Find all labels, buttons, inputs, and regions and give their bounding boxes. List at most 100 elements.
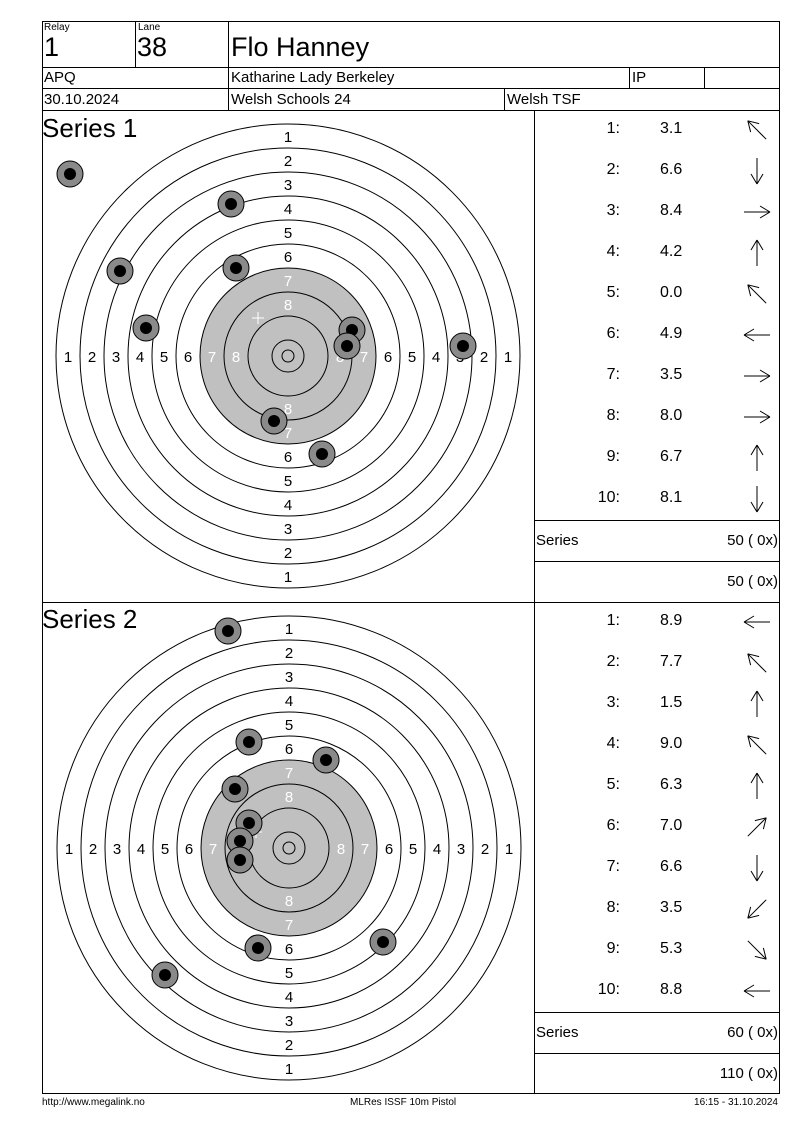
target-ring [175, 243, 401, 469]
shot-number: 5: [606, 776, 620, 793]
target-ring [247, 315, 329, 397]
shot-number: 2: [606, 653, 620, 670]
ring-label-right: 7 [361, 841, 369, 858]
target-ring [200, 759, 378, 937]
shot-row: 6:7.0 [534, 807, 780, 848]
shot-row: 10:8.8 [534, 971, 780, 1012]
shot-score: 8.0 [660, 407, 683, 424]
shot-row: 7:6.6 [534, 848, 780, 889]
shot-hole-center [159, 969, 171, 981]
ring-label-left: 3 [112, 349, 120, 366]
ring-label-top: 5 [284, 225, 292, 242]
ring-label-bottom: 1 [284, 569, 292, 586]
target-ring [56, 615, 522, 1081]
shot-hole-center [316, 448, 328, 460]
shot-score: 5.3 [660, 940, 683, 957]
ring-label-right: 2 [480, 349, 488, 366]
shot-hole-center [320, 754, 332, 766]
shot-row: 3:8.4 [534, 192, 780, 233]
shot-row: 1:3.1 [534, 110, 780, 151]
series2-total: 60 ( 0x) [727, 1024, 778, 1041]
target-ring [104, 663, 474, 1033]
ring-label-right: 1 [504, 349, 512, 366]
shot-score: 3.5 [660, 366, 683, 383]
ring-label-top: 6 [284, 249, 292, 266]
ring-label-bottom: 6 [285, 941, 293, 958]
shot-hole-center [252, 942, 264, 954]
shot-number: 9: [606, 448, 620, 465]
header-divider-2 [42, 88, 780, 89]
ring-label-top: 8 [284, 297, 292, 314]
ring-label-left: 2 [88, 349, 96, 366]
ring-label-bottom: 6 [284, 449, 292, 466]
ring-label-bottom: 4 [285, 989, 293, 1006]
ring-label-bottom: 3 [284, 521, 292, 538]
header-ip-value-divider [704, 67, 705, 88]
shot-hole-center [243, 817, 255, 829]
organiser-name: Welsh TSF [507, 91, 581, 108]
shot-hole-center [268, 415, 280, 427]
series2-target: 11112222333344445555666677778888 [56, 615, 522, 1081]
target-ring [79, 147, 497, 565]
shot-hole-center [341, 340, 353, 352]
shot-row: 8:3.5 [534, 889, 780, 930]
ring-label-left: 5 [160, 349, 168, 366]
ring-label-top: 4 [284, 201, 292, 218]
aiming-zone [201, 760, 377, 936]
target-ring [152, 711, 426, 985]
direction-arrow-icon [750, 239, 764, 266]
direction-arrow-icon [743, 328, 770, 342]
ring-label-top: 2 [284, 153, 292, 170]
shot-hole-center [377, 936, 389, 948]
series1-target: 11112222333344445555666677778888 [55, 123, 521, 589]
direction-arrow-icon [744, 410, 771, 424]
shot-score: 8.1 [660, 489, 683, 506]
ring-label-left: 3 [113, 841, 121, 858]
shot-hole-center [225, 198, 237, 210]
shot-number: 1: [606, 612, 620, 629]
ring-label-top: 1 [285, 621, 293, 638]
shooter-name: Flo Hanney [231, 32, 370, 62]
header-name-divider [228, 21, 229, 110]
footer-program: MLRes ISSF 10m Pistol [350, 1097, 457, 1108]
header-ip-divider [629, 67, 630, 88]
header-top-border [42, 21, 780, 22]
shot-score: 7.0 [660, 817, 683, 834]
shot-score: 6.6 [660, 858, 683, 875]
ring-label-left: 4 [136, 349, 144, 366]
ring-label-top: 2 [285, 645, 293, 662]
shot-number: 9: [606, 940, 620, 957]
direction-arrow-icon [747, 899, 767, 919]
ring-label-left: 6 [184, 349, 192, 366]
target-ring [199, 267, 377, 445]
series-separator [42, 602, 780, 603]
ring-label-bottom: 2 [285, 1037, 293, 1054]
ring-label-left: 1 [64, 349, 72, 366]
shot-row: 5:6.3 [534, 766, 780, 807]
ring-label-left: 7 [208, 349, 216, 366]
shot-hole-center [234, 835, 246, 847]
direction-arrow-icon [750, 855, 764, 882]
ring-label-top: 4 [285, 693, 293, 710]
shot-hole-center [230, 262, 242, 274]
series2-running-total: 110 ( 0x) [719, 1065, 778, 1082]
shot-score: 1.5 [660, 694, 683, 711]
shot-score: 8.8 [660, 981, 683, 998]
shot-hole-center [64, 168, 76, 180]
ring-label-top: 5 [285, 717, 293, 734]
target-ring [151, 219, 425, 493]
shot-row: 4:4.2 [534, 233, 780, 274]
shot-number: 4: [606, 735, 620, 752]
direction-arrow-icon [747, 735, 767, 755]
shot-number: 8: [606, 899, 620, 916]
ring-label-right: 7 [360, 349, 368, 366]
direction-arrow-icon [750, 486, 764, 513]
series1-label: Series [536, 532, 579, 549]
lane-label: Lane [138, 22, 161, 33]
shot-row: 6:4.9 [534, 315, 780, 356]
ring-label-top: 6 [285, 741, 293, 758]
ring-label-top: 8 [285, 789, 293, 806]
series1-running-total: 50 ( 0x) [727, 573, 778, 590]
target-ring [176, 735, 402, 961]
header-org-divider [504, 88, 505, 110]
